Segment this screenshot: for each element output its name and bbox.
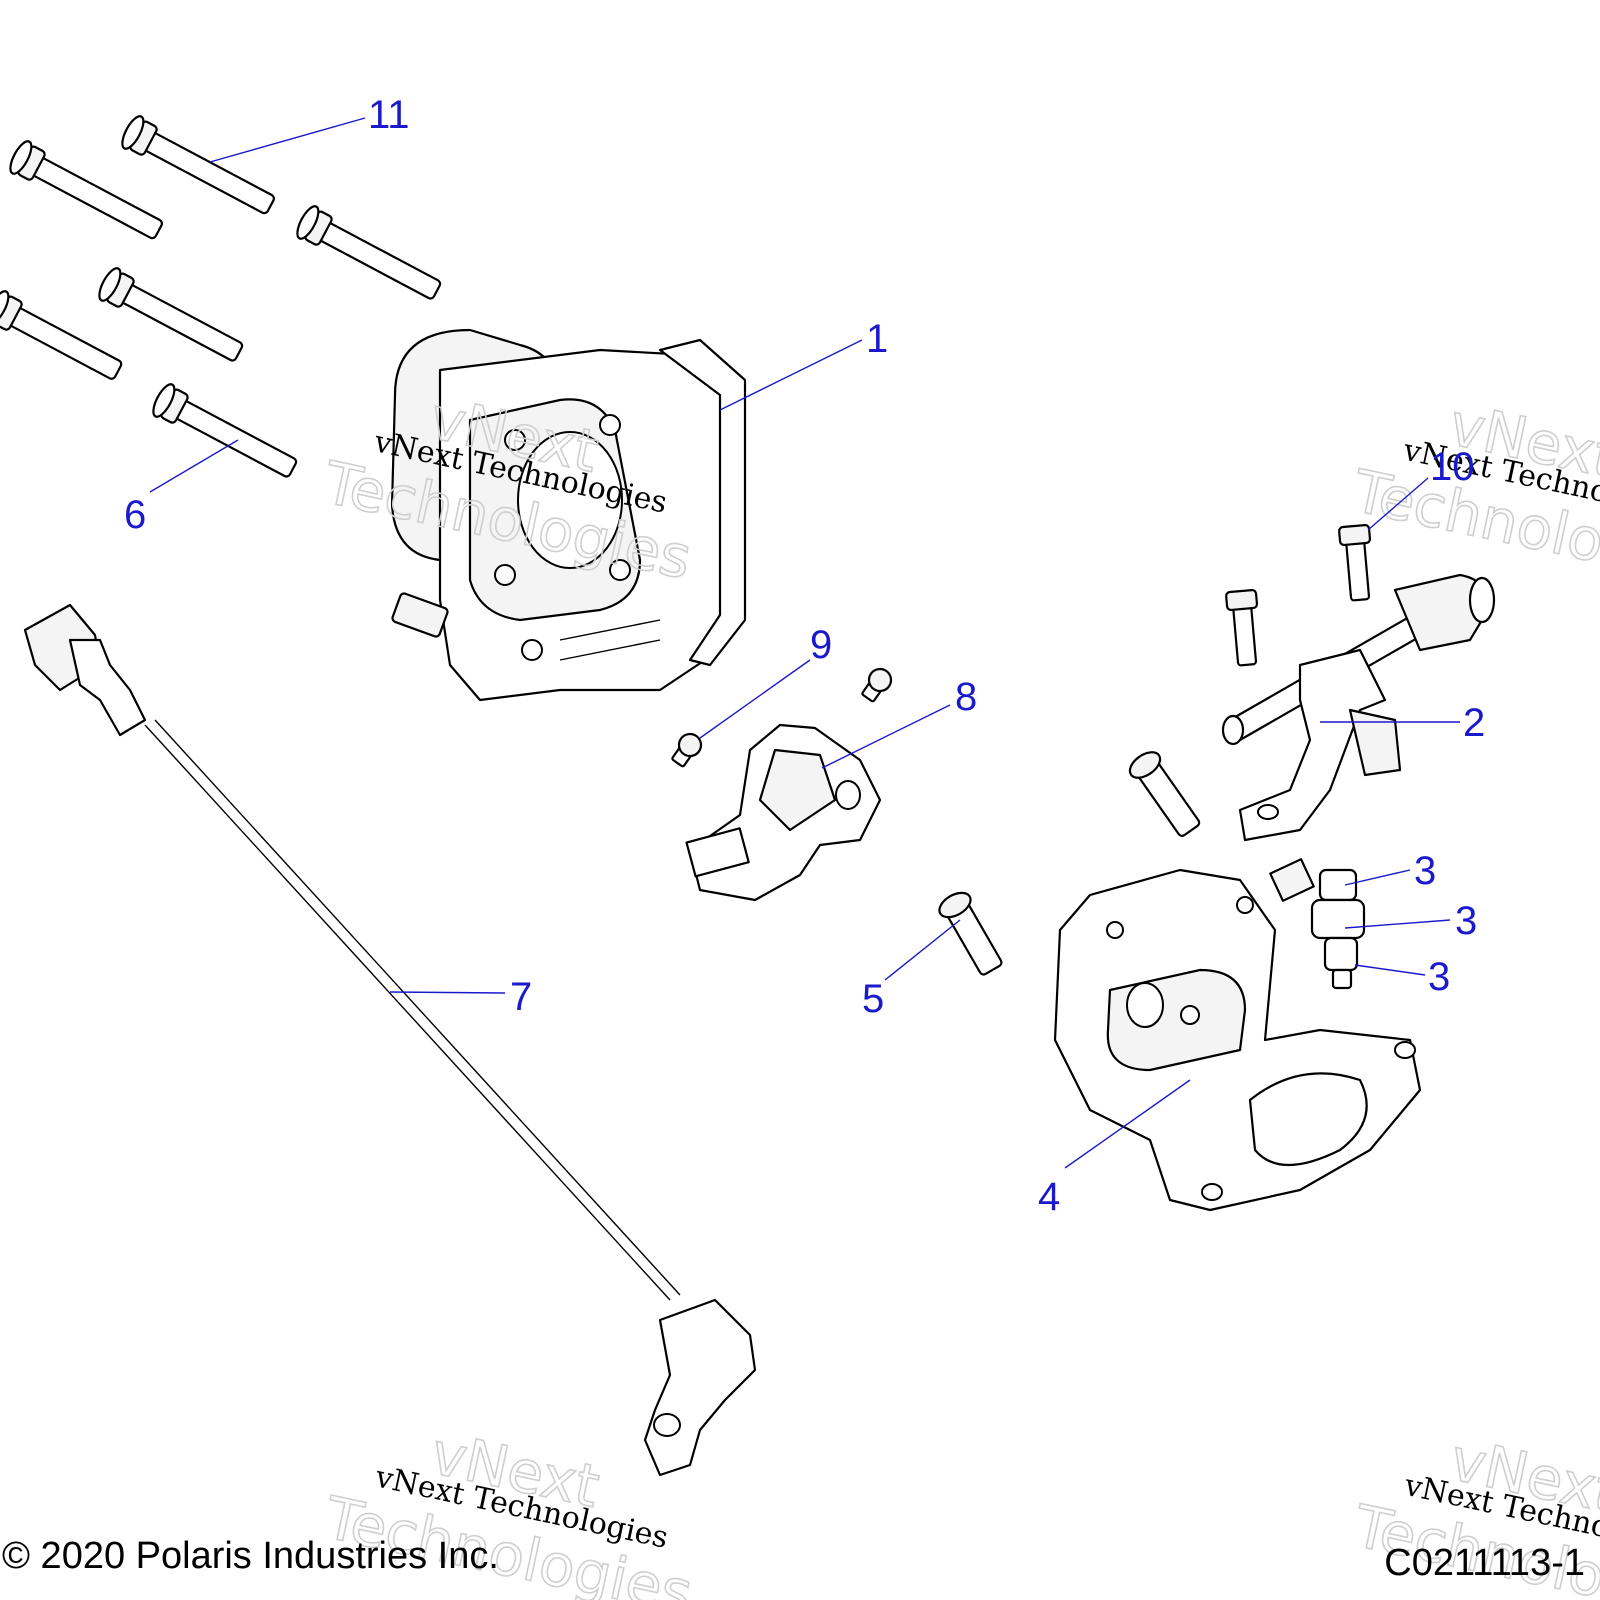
callout-4: 4 [1038, 1175, 1060, 1219]
callouts: 11 1 6 10 2 9 8 3 3 3 5 7 4 [124, 93, 1485, 1219]
bolt-group-11[interactable] [0, 113, 445, 485]
leader-5 [884, 919, 961, 981]
callout-2: 2 [1463, 701, 1485, 745]
intake-manifold[interactable] [1053, 868, 1422, 1212]
fuel-rail[interactable] [1221, 573, 1496, 842]
bolt [296, 205, 442, 300]
leader-7 [389, 991, 506, 994]
leader-lines [149, 117, 1460, 1169]
bolt [121, 115, 275, 215]
fuel-rail-bolts[interactable] [1225, 523, 1375, 667]
leader-3b [1344, 919, 1451, 929]
copyright-notice: © 2020 Polaris Industries Inc. [2, 1535, 499, 1577]
callout-11: 11 [368, 93, 410, 137]
bolt [98, 267, 244, 362]
drawing-number: C0211113-1 [1384, 1542, 1585, 1584]
callout-5: 5 [862, 977, 884, 1021]
callout-3a: 3 [1414, 849, 1436, 893]
leader-3c [1354, 964, 1426, 976]
leader-11 [209, 117, 366, 163]
callout-8: 8 [955, 675, 977, 719]
callout-1: 1 [866, 317, 888, 361]
leader-6 [149, 439, 239, 493]
map-sensor-screws[interactable] [668, 665, 895, 770]
callout-3b: 3 [1455, 899, 1477, 943]
leader-10 [1367, 477, 1429, 531]
leader-4 [1064, 1079, 1191, 1169]
crank-position-sensor[interactable] [23, 603, 757, 1477]
callout-3c: 3 [1428, 955, 1450, 999]
bolt [152, 383, 298, 478]
callout-7: 7 [510, 975, 532, 1019]
cap-screws[interactable] [935, 747, 1205, 978]
callout-6: 6 [124, 493, 146, 537]
leader-1 [719, 339, 863, 411]
bolt [9, 140, 163, 240]
leader-9 [699, 659, 811, 739]
fuel-injector[interactable] [1269, 858, 1366, 990]
map-sensor[interactable] [685, 723, 882, 902]
leader-8 [821, 704, 951, 769]
bolt [0, 290, 123, 380]
callout-10: 10 [1430, 445, 1475, 489]
throttle-body[interactable] [390, 328, 747, 702]
leader-3a [1344, 869, 1411, 886]
callout-9: 9 [810, 623, 832, 667]
